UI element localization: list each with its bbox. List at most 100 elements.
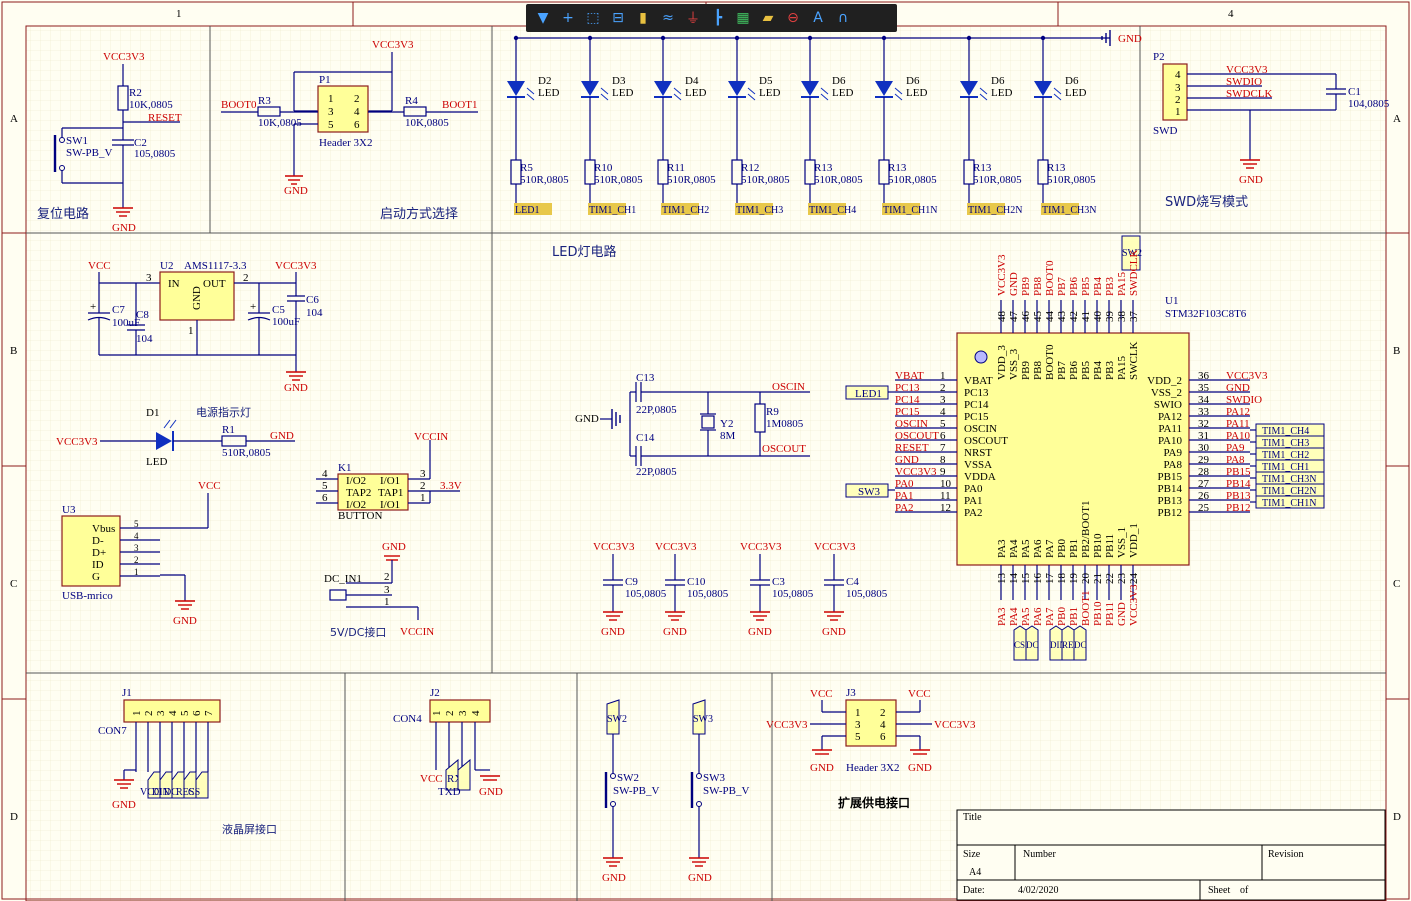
- select-rect-icon[interactable]: ⬚: [586, 10, 600, 26]
- align-icon[interactable]: ⊟: [612, 10, 624, 26]
- dc-jack[interactable]: [329, 589, 347, 601]
- usb-pin-name: D+: [92, 547, 106, 559]
- led-diode[interactable]: [728, 81, 746, 96]
- k1-button[interactable]: K1 I/O2 TAP2 I/O2 I/O1 TAP1 I/O1 BUTTON …: [316, 431, 462, 522]
- k1-body[interactable]: [337, 473, 409, 511]
- d1-led[interactable]: [156, 432, 172, 450]
- led-array[interactable]: GND LED灯电路 D2LEDR5510R,0805LED1D3LEDR105…: [507, 30, 1142, 260]
- mcu-pin-name: VSSA: [964, 459, 992, 471]
- u1-designator: U1: [1165, 295, 1178, 307]
- cap-designator: C10: [687, 576, 706, 588]
- arc-icon[interactable]: ∩: [837, 10, 849, 26]
- y2-crystal[interactable]: [701, 415, 715, 429]
- c14-value: 22P,0805: [636, 466, 677, 478]
- tim-port-label: TIM1_CH4: [1262, 426, 1309, 437]
- netlabel-icon[interactable]: ▰: [762, 10, 774, 26]
- text-icon[interactable]: A: [813, 10, 823, 26]
- component-icon[interactable]: ▮: [639, 10, 647, 26]
- schematic-toolbar[interactable]: ▼ + ⬚ ⊟ ▮ ≈ ⏚ ┣ ▦ ▰ ⊖ A ∩: [526, 4, 897, 32]
- led-diode[interactable]: [654, 81, 672, 96]
- j3-body[interactable]: [845, 699, 897, 747]
- led-diode[interactable]: [1034, 81, 1052, 96]
- j1-net-port[interactable]: [195, 771, 209, 799]
- mcu-net-label: BOOT0: [1044, 260, 1056, 296]
- led-net-label: LED1: [515, 205, 539, 216]
- power-regulator[interactable]: VCC U2 AMS1117-3.3 IN OUT GND 3 2 1 VCC3…: [87, 260, 323, 394]
- ground-icon[interactable]: ⏚: [686, 11, 700, 27]
- user-buttons[interactable]: SW2 SW2 SW-PB_V GND SW3 SW3 SW-PB_V GND: [602, 699, 750, 884]
- reset-circuit[interactable]: VCC3V3 R2 10K,0805 RESET C2 105,0805 SW1…: [37, 51, 182, 234]
- sw2-net-port[interactable]: [606, 699, 620, 735]
- vcc3v3-label: VCC3V3: [655, 541, 697, 553]
- u3-usb[interactable]: [61, 515, 121, 587]
- sw2-port[interactable]: [1121, 235, 1141, 271]
- led-diode[interactable]: [960, 81, 978, 96]
- sw3-net-port[interactable]: [692, 699, 706, 735]
- uart-connector[interactable]: J2 1 2 3 4 CON4 GND VCC RXD TXD: [393, 687, 503, 798]
- mcu-net-label: PA8: [1226, 454, 1245, 466]
- led-diode[interactable]: [801, 81, 819, 96]
- led-designator: D6: [906, 75, 920, 87]
- add-icon[interactable]: +: [562, 10, 574, 26]
- filter-icon[interactable]: ▼: [537, 10, 549, 26]
- mcu-net-label: VBAT: [895, 370, 924, 382]
- swd-circuit[interactable]: P2 SWD 4 3 2 1 VCC3V3 SWDIO SWDCLK C1 10…: [1153, 51, 1390, 210]
- dc-input[interactable]: GND DC_IN1 2 3 1 VCCIN 5V/DC接口: [324, 541, 434, 639]
- j2-body[interactable]: [429, 699, 491, 723]
- p1-header[interactable]: [317, 85, 369, 133]
- mcu-pin-number: 21: [1092, 573, 1104, 584]
- mcu-net-label: OSCIN: [895, 418, 928, 430]
- oscillator[interactable]: GND C13 22P,0805 C14 22P,0805 Y2 8M R9 1…: [575, 372, 810, 478]
- gnd-label: GND: [1118, 33, 1142, 45]
- led-net-label: TIM1_CH1: [589, 205, 636, 216]
- reset-section-title: 复位电路: [37, 206, 89, 222]
- lcd-net-port[interactable]: [1025, 625, 1039, 661]
- mcu-pin-number: 11: [940, 490, 951, 502]
- mcu-pin-number: 3: [940, 394, 946, 406]
- row-label-a-right: A: [1393, 113, 1401, 125]
- port-icon[interactable]: ⊖: [787, 10, 799, 26]
- c8-designator: C8: [136, 309, 149, 321]
- power-indicator[interactable]: VCC3V3 D1 LED R1 510R,0805 GND 电源指示灯: [56, 405, 295, 468]
- p2-header[interactable]: [1162, 63, 1188, 121]
- mcu-pin-name: VDDA: [964, 471, 996, 483]
- led-diode[interactable]: [507, 81, 525, 96]
- reset-net-label: RESET: [148, 112, 182, 124]
- decoupling-caps[interactable]: VCC3V3C9105,0805GNDVCC3V3C10105,0805GNDV…: [593, 541, 888, 638]
- txd-port[interactable]: [457, 758, 471, 791]
- sw2-designator: SW2: [617, 772, 639, 784]
- led-designator: D3: [612, 75, 626, 87]
- wire-icon[interactable]: ≈: [662, 10, 674, 26]
- boot0-net-label: BOOT0: [221, 99, 257, 111]
- svg-text:3: 3: [855, 719, 861, 731]
- led-diode[interactable]: [581, 81, 599, 96]
- column-label-4: 4: [1228, 8, 1234, 20]
- c7-value: 100uF: [112, 317, 140, 329]
- bus-icon[interactable]: ┣: [713, 10, 723, 26]
- u2-regulator[interactable]: [159, 271, 235, 321]
- lcd-net-port[interactable]: [1073, 625, 1087, 661]
- gnd-label: GND: [112, 222, 136, 234]
- chip-icon[interactable]: ▦: [736, 10, 750, 26]
- mcu-pin-number: 8: [940, 454, 946, 466]
- led-diode[interactable]: [875, 81, 893, 96]
- led-resistor-designator: R11: [667, 162, 685, 174]
